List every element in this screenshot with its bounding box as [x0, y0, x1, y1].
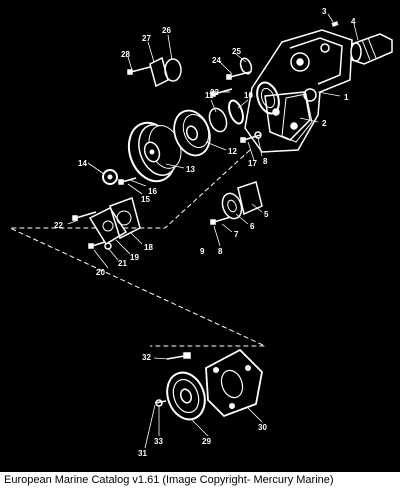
callout-17: 17 [248, 159, 257, 168]
callout-16: 16 [148, 187, 157, 196]
callout-1: 1 [344, 93, 349, 102]
cover-plate-27 [149, 56, 169, 88]
gasket-ring-26 [164, 58, 182, 82]
callout-11: 11 [205, 91, 214, 100]
callout-26: 26 [162, 26, 171, 35]
callout-25: 25 [232, 47, 241, 56]
callout-28: 28 [121, 50, 130, 59]
callout-30: 30 [258, 423, 267, 432]
seal-plate-19 [88, 207, 128, 246]
crankshaft-pulley [127, 121, 182, 183]
cover-gasket [281, 93, 313, 143]
shaft-key [331, 21, 339, 27]
seal-plate-19-hole [102, 220, 114, 232]
gasket-18 [109, 197, 141, 240]
callout-8: 8 [263, 157, 268, 166]
gasket-5 [237, 181, 263, 216]
callout-14: 14 [78, 159, 87, 168]
seal-6 [221, 192, 243, 220]
callout-32: 32 [142, 353, 151, 362]
o-ring-25 [239, 57, 253, 75]
caption-bar: European Marine Catalog v1.61 (Image Cop… [0, 472, 400, 488]
callout-7: 7 [234, 230, 239, 239]
callout-18: 18 [144, 243, 153, 252]
seal-ring-inner [260, 87, 276, 109]
callout-4: 4 [351, 17, 356, 26]
seal-ring-large [256, 81, 280, 115]
pulley-washer-hole [107, 174, 113, 180]
exploded-parts-diagram: 1 2 3 4 5 6 7 8 8 9 10 11 12 13 14 15 16… [9, 7, 393, 458]
callout-13: 13 [186, 165, 195, 174]
assembly-guide-dashed-line [9, 149, 266, 347]
callout-5: 5 [264, 210, 269, 219]
o-ring-10 [228, 99, 244, 125]
drive-shaft [350, 33, 393, 65]
callout-31: 31 [138, 449, 147, 458]
callout-23: 23 [210, 88, 219, 97]
pulley-hub [173, 109, 211, 157]
callout-12: 12 [228, 147, 237, 156]
callout-19: 19 [130, 253, 139, 262]
bolts [72, 66, 261, 404]
gasket-18-hole [116, 210, 132, 226]
callout-24: 24 [212, 56, 221, 65]
callout-10: 10 [244, 91, 253, 100]
callout-2: 2 [322, 119, 327, 128]
callout-9: 9 [200, 247, 205, 256]
callout-33: 33 [154, 437, 163, 446]
callout-8b: 8 [218, 247, 223, 256]
seal-6-inner [227, 199, 237, 213]
callout-6: 6 [250, 222, 255, 231]
callout-21: 21 [118, 259, 127, 268]
callout-15: 15 [141, 195, 150, 204]
callout-22: 22 [54, 221, 63, 230]
image-caption: European Marine Catalog v1.61 (Image Cop… [4, 474, 334, 486]
callout-3: 3 [322, 7, 327, 16]
callout-20: 20 [96, 268, 105, 277]
callout-29: 29 [202, 437, 211, 446]
callout-27: 27 [142, 34, 151, 43]
leader-lines [67, 13, 359, 449]
lower-flange-assembly [166, 348, 263, 421]
bearing [208, 107, 228, 133]
